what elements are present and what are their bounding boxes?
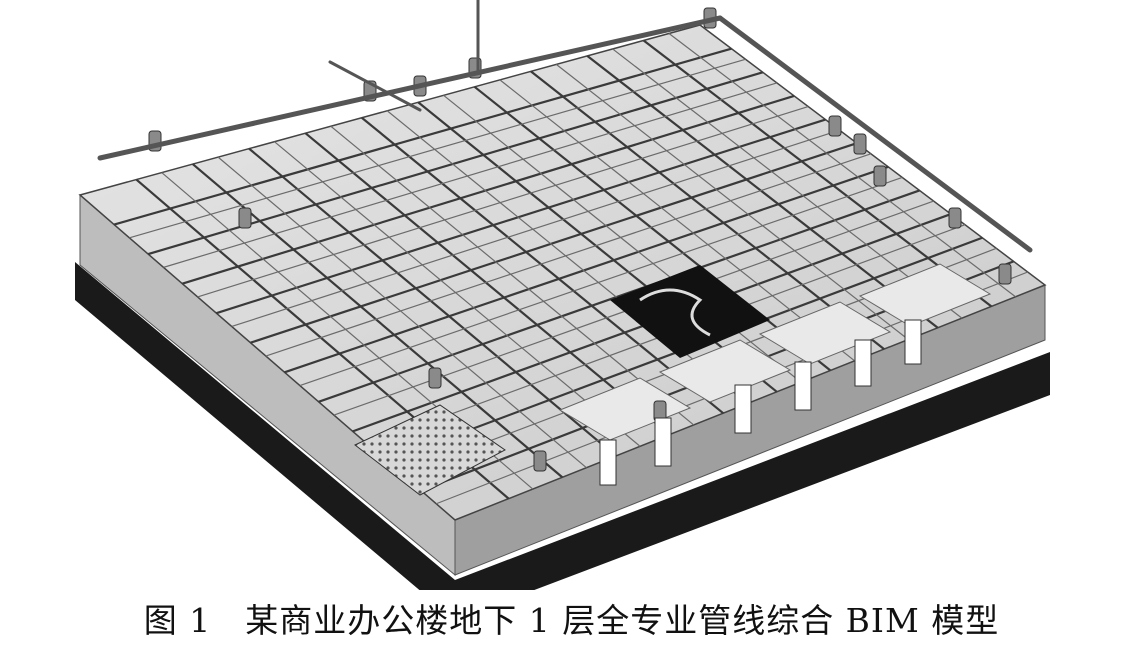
riser-pipe [873, 165, 887, 187]
stair-opening [610, 265, 770, 358]
pipe-line [129, 58, 746, 239]
pipe-line [274, 141, 641, 447]
foundation [75, 262, 1050, 590]
perimeter-pipes [97, 0, 1033, 253]
floor-slab [78, 24, 1047, 521]
beam-line [284, 165, 889, 374]
beam-line [473, 85, 832, 372]
pipe-line [231, 129, 840, 328]
beam-line [304, 132, 671, 436]
riser-pipe [853, 133, 867, 155]
ceiling-panels [558, 263, 992, 441]
beam-line [192, 163, 563, 479]
beam-line [216, 118, 826, 315]
pipe-and-duct-grid [113, 39, 1015, 500]
beam-line [250, 142, 858, 344]
beam-line [181, 94, 795, 285]
pipe-line [299, 176, 903, 387]
cable-tray [354, 404, 506, 496]
riser-pipe [948, 207, 962, 229]
beam-line [361, 116, 724, 415]
pipe-line [555, 63, 909, 340]
riser-pipe [828, 115, 842, 137]
pipe-line [612, 48, 963, 319]
beam-line [530, 70, 885, 350]
riser-pipe [533, 450, 547, 472]
beam-line [113, 47, 732, 226]
beam-line [248, 147, 617, 457]
pipe-line [443, 94, 802, 383]
beam-line [642, 39, 993, 308]
figure-caption: 图 1 某商业办公楼地下 1 层全专业管线综合 BIM 模型 [143, 601, 1000, 640]
bim-model-illustration [75, 0, 1050, 590]
wall-openings [599, 319, 922, 486]
riser-pipe [238, 207, 252, 229]
beam-line [417, 101, 778, 393]
pipe-line [668, 33, 1016, 298]
pipe-line [163, 82, 778, 268]
pipe-line [197, 105, 809, 298]
beam-line [318, 189, 920, 403]
pipe-line [217, 156, 587, 469]
pipe-line [499, 79, 855, 362]
riser-pipe [428, 367, 442, 389]
pipe-line [265, 153, 872, 357]
pipe-line [330, 125, 695, 426]
beam-line [586, 55, 939, 329]
riser-pipe [998, 263, 1012, 285]
